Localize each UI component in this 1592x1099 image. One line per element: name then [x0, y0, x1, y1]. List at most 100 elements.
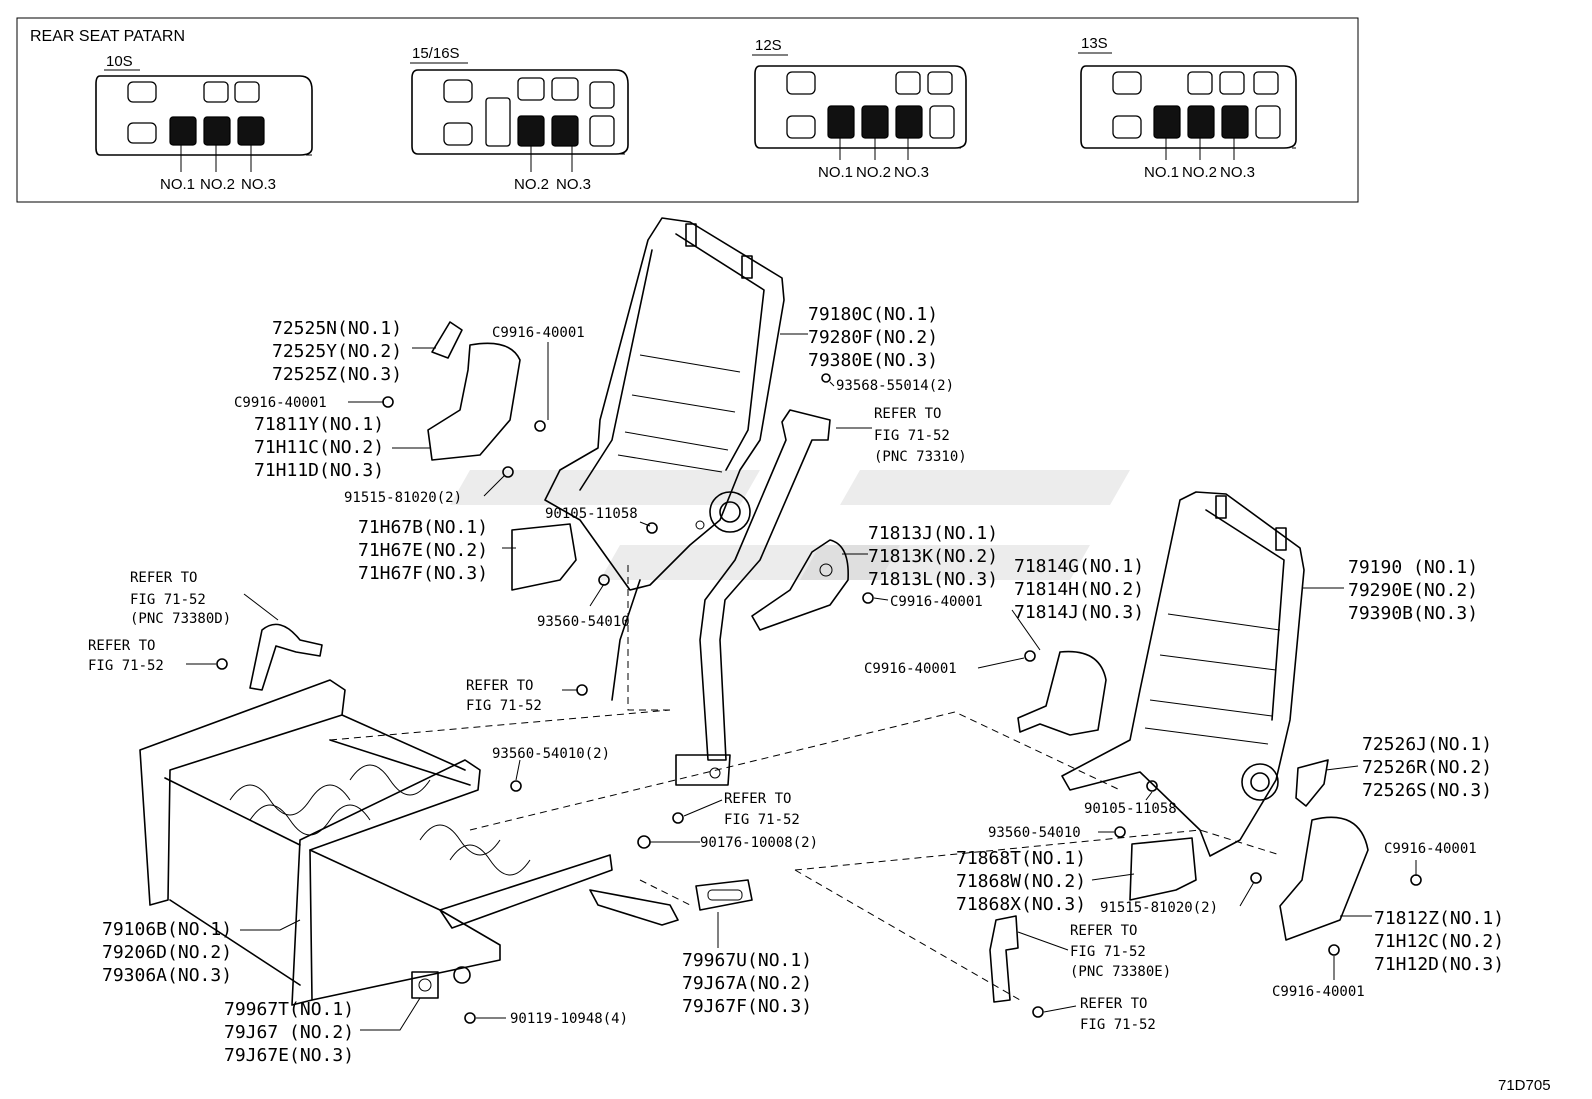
svg-text:71H12D(NO.3): 71H12D(NO.3)	[1374, 954, 1504, 975]
svg-text:79967T(NO.1): 79967T(NO.1)	[224, 999, 354, 1020]
svg-text:79J67A(NO.2): 79J67A(NO.2)	[682, 973, 812, 994]
seat-label: NO.2	[856, 164, 891, 181]
seat-label: NO.2	[200, 176, 235, 193]
part-callouts: 72525N(NO.1) 72525Y(NO.2) 72525Z(NO.3) C…	[88, 304, 1504, 1066]
svg-text:71814J(NO.3): 71814J(NO.3)	[1014, 602, 1144, 623]
callout-90176-10008: 90176-10008(2)	[700, 835, 818, 851]
svg-text:71814H(NO.2): 71814H(NO.2)	[1014, 579, 1144, 600]
seatback-frame-left	[544, 217, 785, 591]
svg-text:71868X(NO.3): 71868X(NO.3)	[956, 894, 1086, 915]
callout-refer-fig-71-52: REFER TO FIG 71-52	[1080, 996, 1156, 1033]
callout-79180c: 79180C(NO.1) 79280F(NO.2) 79380E(NO.3)	[808, 304, 938, 371]
callout-71811y: 71811Y(NO.1) 71H11C(NO.2) 71H11D(NO.3)	[254, 414, 384, 481]
svg-text:FIG 71-52: FIG 71-52	[724, 812, 800, 828]
callout-c9916-40001: C9916-40001	[1384, 841, 1477, 857]
svg-text:79J67E(NO.3): 79J67E(NO.3)	[224, 1045, 354, 1066]
callout-71868t: 71868T(NO.1) 71868W(NO.2) 71868X(NO.3)	[956, 848, 1086, 915]
svg-text:71H67B(NO.1): 71H67B(NO.1)	[358, 517, 488, 538]
seat-label: NO.1	[160, 176, 195, 193]
callout-c9916-40001: C9916-40001	[1272, 984, 1365, 1000]
seat-label: NO.2	[1182, 164, 1217, 181]
leader-lines	[186, 333, 1417, 1031]
callout-71813j: 71813J(NO.1) 71813K(NO.2) 71813L(NO.3)	[868, 523, 998, 590]
callout-90119-10948: 90119-10948(4)	[510, 1011, 628, 1027]
legend-panel-12s: 12S NO.1 NO.2 NO.3	[752, 37, 967, 181]
svg-text:79390B(NO.3): 79390B(NO.3)	[1348, 603, 1478, 624]
callout-refer-fig-71-52: REFER TO FIG 71-52	[88, 638, 164, 674]
seat-label: NO.2	[514, 176, 549, 193]
callout-c9916-40001: C9916-40001	[492, 325, 585, 341]
svg-text:71814G(NO.1): 71814G(NO.1)	[1014, 556, 1144, 577]
seat-label: NO.3	[241, 176, 276, 193]
seat-cushion-frame	[139, 679, 753, 1006]
panel-label: 13S	[1081, 35, 1108, 52]
svg-text:71868W(NO.2): 71868W(NO.2)	[956, 871, 1086, 892]
svg-text:FIG 71-52: FIG 71-52	[130, 592, 206, 608]
hinge-covers-left	[427, 321, 849, 631]
assembly-dashed-lines	[329, 565, 1281, 1001]
callout-93560-54010-2: 93560-54010(2)	[492, 746, 610, 762]
svg-text:71H11C(NO.2): 71H11C(NO.2)	[254, 437, 384, 458]
callout-72526j: 72526J(NO.1) 72526R(NO.2) 72526S(NO.3)	[1362, 734, 1492, 801]
callout-93560-54010: 93560-54010	[988, 825, 1081, 841]
svg-text:72525N(NO.1): 72525N(NO.1)	[272, 318, 402, 339]
svg-text:(PNC 73310): (PNC 73310)	[874, 449, 967, 465]
legend-panel-15-16s: 15/16S NO.2 NO.3	[410, 45, 629, 193]
svg-text:79J67 (NO.2): 79J67 (NO.2)	[224, 1022, 354, 1043]
svg-text:71H67E(NO.2): 71H67E(NO.2)	[358, 540, 488, 561]
svg-text:79180C(NO.1): 79180C(NO.1)	[808, 304, 938, 325]
legend-panel-10s: 10S NO.1 NO.2 NO.3	[95, 53, 313, 193]
svg-text:FIG 71-52: FIG 71-52	[1070, 944, 1146, 960]
svg-text:REFER TO: REFER TO	[874, 406, 941, 422]
svg-text:REFER TO: REFER TO	[88, 638, 155, 654]
svg-text:FIG 71-52: FIG 71-52	[466, 698, 542, 714]
svg-text:79J67F(NO.3): 79J67F(NO.3)	[682, 996, 812, 1017]
figure-id: 71D705	[1498, 1077, 1551, 1094]
svg-text:71813L(NO.3): 71813L(NO.3)	[868, 569, 998, 590]
svg-text:79290E(NO.2): 79290E(NO.2)	[1348, 580, 1478, 601]
seatbelt-assembly	[611, 409, 831, 786]
svg-text:79967U(NO.1): 79967U(NO.1)	[682, 950, 812, 971]
svg-text:79306A(NO.3): 79306A(NO.3)	[102, 965, 232, 986]
callout-71h67b: 71H67B(NO.1) 71H67E(NO.2) 71H67F(NO.3)	[358, 517, 488, 584]
callout-91515-81020: 91515-81020(2)	[344, 490, 462, 506]
svg-text:FIG 71-52: FIG 71-52	[874, 428, 950, 444]
callout-refer-pnc-73310: REFER TO FIG 71-52 (PNC 73310)	[874, 406, 967, 465]
panel-label: 10S	[106, 53, 133, 70]
panel-label: 12S	[755, 37, 782, 54]
callout-93568-55014: 93568-55014(2)	[836, 378, 954, 394]
legend-panel-13s: 13S NO.1 NO.2 NO.3	[1078, 35, 1297, 181]
svg-text:REFER TO: REFER TO	[466, 678, 533, 694]
panel-label: 15/16S	[412, 45, 460, 62]
svg-text:71H12C(NO.2): 71H12C(NO.2)	[1374, 931, 1504, 952]
svg-text:71813J(NO.1): 71813J(NO.1)	[868, 523, 998, 544]
seat-label: NO.1	[1144, 164, 1179, 181]
svg-text:79190 (NO.1): 79190 (NO.1)	[1348, 557, 1478, 578]
svg-text:(PNC 73380E): (PNC 73380E)	[1070, 964, 1171, 980]
svg-text:71H11D(NO.3): 71H11D(NO.3)	[254, 460, 384, 481]
svg-text:79280F(NO.2): 79280F(NO.2)	[808, 327, 938, 348]
callout-91515-81020-2: 91515-81020(2)	[1100, 900, 1218, 916]
seatback-frame-right	[1061, 491, 1305, 857]
seat-label: NO.3	[894, 164, 929, 181]
watermark-logo	[450, 470, 1130, 580]
svg-text:71812Z(NO.1): 71812Z(NO.1)	[1374, 908, 1504, 929]
belt-anchor-left	[249, 623, 323, 691]
svg-text:71813K(NO.2): 71813K(NO.2)	[868, 546, 998, 567]
callout-71812z: 71812Z(NO.1) 71H12C(NO.2) 71H12D(NO.3)	[1374, 908, 1504, 975]
svg-text:79380E(NO.3): 79380E(NO.3)	[808, 350, 938, 371]
callout-refer-pnc-73380d: REFER TO FIG 71-52 (PNC 73380D)	[130, 570, 231, 627]
hinge-covers-right	[989, 650, 1369, 1003]
svg-text:REFER TO: REFER TO	[130, 570, 197, 586]
seat-label: NO.1	[818, 164, 853, 181]
svg-text:REFER TO: REFER TO	[724, 791, 791, 807]
svg-text:72526S(NO.3): 72526S(NO.3)	[1362, 780, 1492, 801]
seat-label: NO.3	[1220, 164, 1255, 181]
callout-c9916-40001: C9916-40001	[864, 661, 957, 677]
svg-text:(PNC 73380D): (PNC 73380D)	[130, 611, 231, 627]
callout-79190: 79190 (NO.1) 79290E(NO.2) 79390B(NO.3)	[1348, 557, 1478, 624]
svg-text:79206D(NO.2): 79206D(NO.2)	[102, 942, 232, 963]
svg-text:REFER TO: REFER TO	[1080, 996, 1147, 1012]
callout-71814g: 71814G(NO.1) 71814H(NO.2) 71814J(NO.3)	[1014, 556, 1144, 623]
